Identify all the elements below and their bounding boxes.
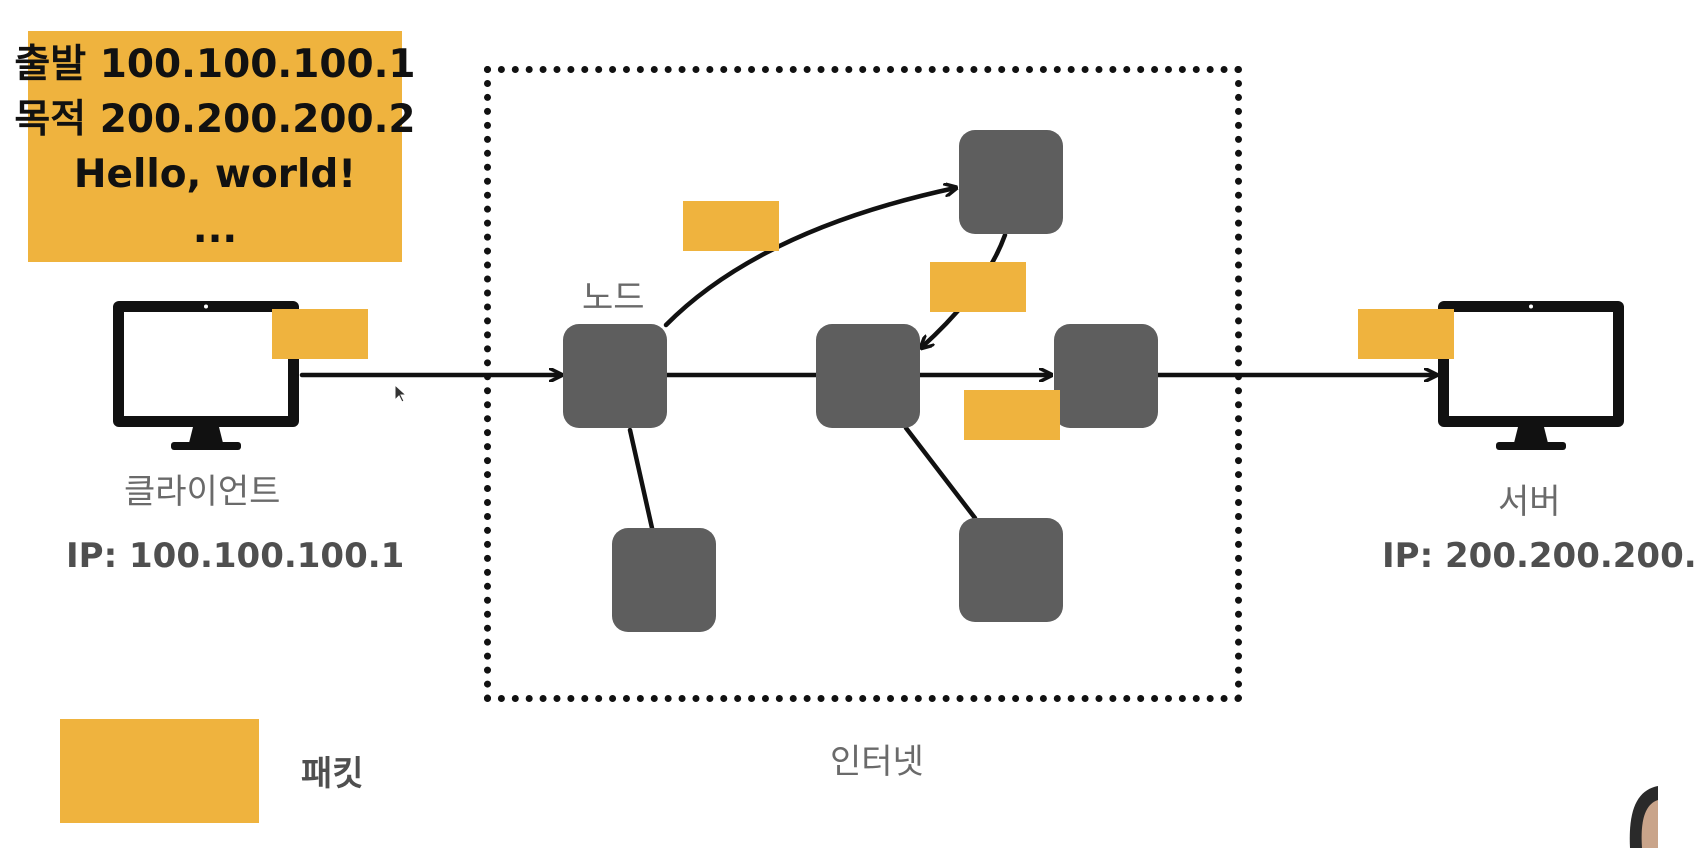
packet-info-box: 출발 100.100.100.1 목적 200.200.200.2 Hello,… (14, 31, 416, 262)
packet-at-server (1358, 309, 1454, 359)
network-node-1 (563, 324, 667, 428)
legend-packet-swatch (60, 719, 259, 823)
legend-packet-label: 패킷 (301, 754, 364, 794)
network-node-5 (1054, 324, 1158, 428)
packet-payload-line: Hello, world! (73, 151, 357, 197)
packet-destination-line: 목적 200.200.200.2 (14, 96, 416, 142)
network-node-2 (959, 130, 1063, 234)
network-node-3 (816, 324, 920, 428)
packet-at-client (272, 309, 368, 359)
client-label: 클라이언트 (124, 472, 281, 512)
packet-node2-node3 (930, 262, 1026, 312)
presenter-video-thumbnail (1618, 778, 1658, 848)
network-node-4 (612, 528, 716, 632)
packet-ellipsis-line: ... (192, 206, 238, 252)
server-ip-label: IP: 200.200.200. (1382, 536, 1697, 576)
server-monitor-icon (1438, 301, 1624, 450)
server-label: 서버 (1498, 482, 1561, 522)
packet-source-line: 출발 100.100.100.1 (14, 41, 416, 87)
link-node1-node4 (627, 427, 655, 531)
node-label: 노드 (582, 278, 645, 318)
client-ip-label: IP: 100.100.100.1 (66, 536, 405, 576)
link-node3-node6 (903, 425, 978, 521)
internet-label: 인터넷 (830, 742, 924, 782)
internet-frame (484, 66, 1242, 702)
packet-node3-node5 (964, 390, 1060, 440)
packet-node1-node2 (683, 201, 779, 251)
mouse-cursor-icon (394, 383, 408, 403)
network-node-6 (959, 518, 1063, 622)
client-monitor-icon (113, 301, 299, 450)
link-node1-node2 (663, 188, 955, 328)
